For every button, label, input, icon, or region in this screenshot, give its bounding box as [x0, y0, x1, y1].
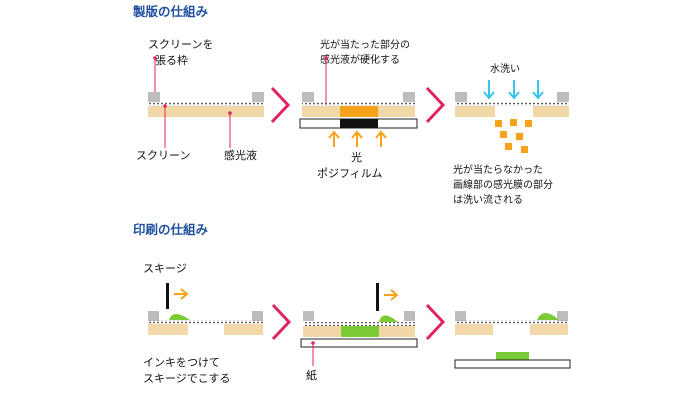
screen-mesh — [455, 102, 569, 106]
chevron-right-icon — [425, 86, 446, 124]
hardened-label-line1: 光が当たった部分の — [320, 38, 410, 51]
frame-right — [557, 92, 569, 102]
emulsion-right — [224, 324, 263, 335]
printing-step1: スキージ インキをつけて スキージでこする — [143, 262, 263, 385]
screen-mesh — [303, 322, 415, 326]
emulsion-label: 感光液 — [224, 148, 257, 162]
printing-title: 印刷の仕組み — [133, 222, 209, 237]
emulsion-right — [533, 106, 569, 117]
light-arrows — [328, 130, 387, 147]
frame-left — [302, 92, 314, 102]
water-arrows — [483, 80, 544, 100]
frame-right — [404, 311, 415, 321]
frame-leader-dot — [153, 56, 157, 60]
frame-right — [403, 92, 415, 102]
printing-step2: 紙 — [300, 283, 418, 382]
emulsion-right — [379, 326, 415, 337]
frame-right — [252, 92, 264, 102]
squeegee-label: スキージ — [143, 262, 187, 275]
paper — [300, 338, 418, 348]
screen-leader-dot — [163, 104, 167, 108]
washed-label-line2: 画線部の感光膜の部分 — [453, 178, 553, 191]
screen-mesh — [455, 320, 568, 324]
frame-right — [557, 311, 568, 321]
film-image-area — [340, 119, 378, 128]
printed-paper — [454, 359, 571, 369]
platemaking-step2: 光が当たった部分の 感光液が硬化する 光 ポジフィルム — [299, 38, 418, 180]
frame-label-line1: スクリーンを — [148, 38, 213, 51]
action-label-line2: スキージでこする — [143, 372, 231, 385]
emulsion-layer — [148, 106, 264, 117]
hardened-label-line2: 感光液が硬化する — [320, 53, 400, 66]
squeegee — [376, 283, 379, 311]
emulsion-left — [455, 324, 493, 335]
chevron-right-icon — [425, 303, 446, 341]
frame-label-line2: 張る枠 — [155, 53, 188, 67]
water-label: 水洗い — [490, 63, 520, 75]
frame-left — [455, 311, 466, 321]
frame-left — [148, 92, 160, 102]
frame-right — [252, 311, 263, 321]
emulsion-right — [530, 324, 568, 335]
platemaking-step3: 水洗い 光が当たらなかった 画線部の感光膜の部分 は洗い流される — [453, 63, 569, 206]
screen-label: スクリーン — [136, 149, 190, 162]
emulsion-left — [455, 106, 495, 117]
paper-label: 紙 — [306, 368, 317, 382]
move-arrow — [384, 289, 399, 301]
frame-left — [148, 311, 159, 321]
squeegee — [166, 283, 169, 309]
ink — [169, 314, 190, 320]
screen-mesh — [302, 102, 415, 106]
paper-leader-dot — [311, 341, 315, 345]
ink — [537, 313, 559, 320]
film-label: ポジフィルム — [317, 167, 383, 180]
frame-left — [455, 92, 467, 102]
action-label-line1: インキをつけて — [143, 356, 220, 369]
platemaking-title: 製版の仕組み — [132, 4, 209, 19]
hardened-leader-dot — [324, 56, 328, 60]
chevron-right-icon — [270, 86, 291, 124]
washed-label-line3: は洗い流される — [453, 193, 523, 206]
ink — [379, 315, 398, 322]
ink-through-mesh — [341, 326, 379, 337]
frame-left — [303, 311, 314, 321]
emulsion-left — [148, 324, 188, 335]
light-label: 光 — [351, 150, 362, 164]
screen-mesh — [148, 320, 263, 324]
washed-emulsion-pieces — [495, 119, 532, 153]
screen-mesh — [148, 102, 264, 106]
chevron-right-icon — [271, 303, 292, 341]
hardened-emulsion — [340, 106, 378, 117]
move-arrow — [174, 288, 189, 300]
printed-ink — [496, 352, 529, 360]
printing-step3 — [454, 311, 571, 369]
washed-label-line1: 光が当たらなかった — [453, 163, 543, 176]
emulsion-leader-dot — [228, 111, 232, 115]
emulsion-left — [303, 326, 341, 337]
platemaking-step1: スクリーンを 張る枠 スクリーン 感光液 — [136, 38, 264, 162]
